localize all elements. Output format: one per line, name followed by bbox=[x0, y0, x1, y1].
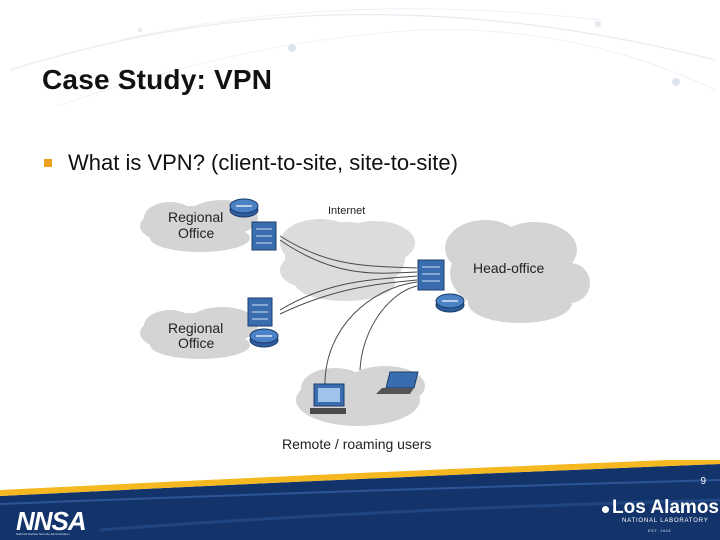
deco-dot bbox=[672, 78, 680, 86]
laptop-icon bbox=[376, 371, 419, 394]
tunnel-line bbox=[279, 275, 418, 311]
lanl-logo-subtitle: NATIONAL LABORATORY bbox=[622, 518, 709, 524]
internet-cloud bbox=[280, 219, 415, 301]
firewall-icon bbox=[417, 259, 445, 291]
tunnel-line bbox=[359, 285, 418, 371]
tunnel-line bbox=[279, 235, 418, 269]
footer-band bbox=[0, 460, 720, 540]
nnsa-caption: National Nuclear Security Administration bbox=[16, 532, 70, 536]
router-icon bbox=[435, 293, 465, 313]
regional-office-bottom-cloud bbox=[140, 307, 258, 359]
nnsa-logo: NNSA bbox=[16, 506, 87, 536]
vpn-tunnels bbox=[279, 235, 418, 385]
regional-office-label-bottom: Regional bbox=[168, 320, 223, 336]
internet-label: Internet bbox=[328, 205, 365, 217]
deco-dot bbox=[137, 27, 143, 33]
vpn-diagram: Regional Office Internet Regional Office… bbox=[140, 198, 590, 452]
remote-users-label: Remote / roaming users bbox=[282, 436, 431, 452]
regional-office-label-top: Regional bbox=[168, 209, 223, 225]
desktop-computer-icon bbox=[310, 383, 346, 414]
bullet-text: What is VPN? (client-to-site, site-to-si… bbox=[68, 150, 458, 175]
router-icon bbox=[249, 328, 279, 348]
regional-office-label-bottom: Office bbox=[178, 335, 215, 351]
lanl-logo-name: Los Alamos bbox=[612, 497, 719, 518]
firewall-icon bbox=[251, 221, 277, 251]
deco-dot bbox=[595, 21, 601, 27]
regional-office-label-top: Office bbox=[178, 225, 215, 241]
tunnel-line bbox=[324, 281, 418, 385]
lanl-logo-dot bbox=[602, 506, 609, 513]
router-icon bbox=[229, 198, 259, 218]
head-office-label: Head-office bbox=[473, 260, 545, 276]
deco-dot bbox=[288, 44, 296, 52]
tunnel-line bbox=[279, 279, 418, 315]
slide-number: 9 bbox=[700, 476, 706, 487]
lanl-logo-established: EST. 1943 bbox=[648, 528, 671, 533]
bullet-item: What is VPN? (client-to-site, site-to-si… bbox=[44, 150, 458, 176]
slide-title: Case Study: VPN bbox=[42, 64, 273, 95]
tunnel-line bbox=[279, 239, 418, 274]
bullet-marker bbox=[44, 159, 52, 167]
firewall-icon bbox=[247, 297, 273, 327]
head-office-cloud bbox=[445, 220, 590, 323]
